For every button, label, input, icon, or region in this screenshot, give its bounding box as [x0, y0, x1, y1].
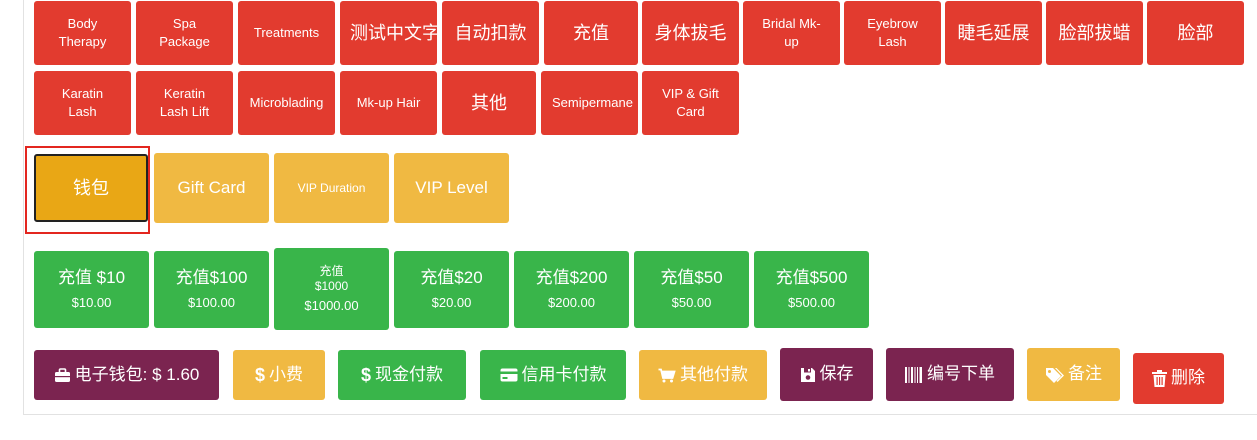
tip-button[interactable]: $ 小费: [233, 350, 325, 400]
category-recharge[interactable]: 充值: [544, 1, 638, 65]
wallet-balance-button[interactable]: 电子钱包: $ 1.60: [34, 350, 219, 400]
briefcase-icon: [54, 367, 70, 382]
category-auto-deduct[interactable]: 自动扣款: [442, 1, 539, 65]
note-button[interactable]: 备注: [1027, 348, 1120, 401]
barcode-icon: [905, 366, 922, 383]
category-label: 睫毛延展: [957, 22, 1030, 43]
category-label: Bridal Mk-up: [762, 16, 821, 49]
subcategory-label: 钱包: [73, 177, 109, 198]
tags-icon: [1046, 367, 1064, 383]
category-karatin-lash[interactable]: Karatin Lash: [34, 71, 131, 135]
selected-outline: [25, 146, 150, 234]
product-recharge-10[interactable]: 充值 $10 $10.00: [34, 251, 149, 328]
category-label: Eyebrow Lash: [867, 16, 918, 49]
product-name: 充值$50: [660, 268, 723, 288]
wallet-balance-label: 电子钱包: $ 1.60: [74, 364, 200, 384]
save-label: 保存: [819, 364, 854, 384]
note-label: 备注: [1068, 364, 1102, 384]
subcategory-gift-card[interactable]: Gift Card: [154, 153, 269, 223]
category-label: Karatin Lash: [61, 86, 104, 119]
category-vip-gift-card[interactable]: VIP & Gift Card: [642, 71, 739, 135]
category-other[interactable]: 其他: [442, 71, 536, 135]
category-test-chinese[interactable]: 测试中文字: [340, 1, 437, 65]
category-label: 自动扣款: [454, 22, 527, 43]
save-button[interactable]: 保存: [780, 348, 873, 401]
category-label: 其他: [471, 92, 507, 113]
category-face-waxing[interactable]: 脸部拔蜡: [1046, 1, 1143, 65]
category-eyebrow-lash[interactable]: Eyebrow Lash: [844, 1, 941, 65]
product-price: $20.00: [431, 295, 472, 311]
barcode-order-button[interactable]: 编号下单: [886, 348, 1014, 401]
barcode-order-label: 编号下单: [927, 364, 995, 384]
other-payment-button[interactable]: 其他付款: [639, 350, 767, 400]
category-makeup-hair[interactable]: Mk-up Hair: [340, 71, 437, 135]
product-price: $50.00: [671, 295, 712, 311]
category-label: VIP & Gift Card: [662, 86, 719, 119]
category-label: Treatments: [253, 25, 320, 41]
category-label: 充值: [573, 22, 609, 43]
category-keratin-lash-lift[interactable]: Keratin Lash Lift: [136, 71, 233, 135]
category-body-waxing[interactable]: 身体拔毛: [642, 1, 739, 65]
credit-card-icon: [500, 368, 517, 382]
product-recharge-1000[interactable]: 充值 $1000 $1000.00: [274, 248, 389, 330]
category-body-therapy[interactable]: Body Therapy: [34, 1, 131, 65]
cash-payment-button[interactable]: $ 现金付款: [338, 350, 466, 400]
category-lash-extension[interactable]: 睫毛延展: [945, 1, 1042, 65]
product-recharge-20[interactable]: 充值$20 $20.00: [394, 251, 509, 328]
product-recharge-50[interactable]: 充值$50 $50.00: [634, 251, 749, 328]
category-spa-package[interactable]: Spa Package: [136, 1, 233, 65]
category-face[interactable]: 脸部: [1147, 1, 1244, 65]
category-label: 身体拔毛: [654, 22, 727, 43]
category-label: Keratin Lash Lift: [159, 86, 210, 119]
category-label: Microblading: [249, 95, 324, 111]
product-recharge-500[interactable]: 充值$500 $500.00: [754, 251, 869, 328]
category-bridal-makeup[interactable]: Bridal Mk-up: [743, 1, 840, 65]
product-name: 充值$500: [775, 268, 848, 288]
subcategory-label: VIP Duration: [297, 180, 366, 195]
cash-payment-label: 现金付款: [375, 364, 443, 384]
product-price: $200.00: [548, 295, 595, 311]
other-payment-label: 其他付款: [680, 364, 748, 384]
category-label: 脸部拔蜡: [1058, 22, 1131, 43]
subcategory-label: Gift Card: [177, 177, 246, 197]
product-name: 充值$20: [420, 268, 483, 288]
product-price: $1000.00: [304, 297, 359, 313]
category-microblading[interactable]: Microblading: [238, 71, 335, 135]
delete-button[interactable]: 删除: [1133, 353, 1224, 404]
credit-card-payment-label: 信用卡付款: [521, 364, 607, 384]
product-name: 充值 $10: [57, 268, 126, 288]
product-name: 充值 $1000: [314, 263, 349, 294]
product-name: 充值$200: [535, 268, 608, 288]
category-label: Spa Package: [159, 16, 210, 49]
category-semipermanent[interactable]: Semipermane: [541, 71, 638, 135]
credit-card-payment-button[interactable]: 信用卡付款: [480, 350, 626, 400]
tip-label: 小费: [269, 364, 303, 384]
trash-icon: [1152, 370, 1167, 387]
dollar-icon: $: [254, 364, 265, 385]
category-treatments[interactable]: Treatments: [238, 1, 335, 65]
category-label: Semipermane: [552, 95, 633, 111]
product-price: $500.00: [788, 295, 835, 311]
category-label: Body Therapy: [58, 16, 107, 49]
product-recharge-100[interactable]: 充值$100 $100.00: [154, 251, 269, 328]
subcategory-vip-level[interactable]: VIP Level: [394, 153, 509, 223]
product-recharge-200[interactable]: 充值$200 $200.00: [514, 251, 629, 328]
dollar-icon: $: [360, 364, 371, 385]
product-price: $100.00: [188, 295, 235, 311]
subcategory-vip-duration[interactable]: VIP Duration: [274, 153, 389, 223]
category-label: 测试中文字: [350, 22, 437, 43]
category-label: 脸部: [1177, 22, 1214, 43]
floppy-disk-icon: [800, 367, 815, 382]
category-label: Mk-up Hair: [356, 95, 421, 111]
subcategory-wallet[interactable]: 钱包: [34, 154, 148, 222]
delete-label: 删除: [1171, 368, 1205, 388]
product-name: 充值$100: [175, 268, 248, 288]
product-price: $10.00: [71, 295, 112, 311]
shopping-cart-icon: [658, 368, 676, 382]
subcategory-label: VIP Level: [415, 177, 488, 197]
